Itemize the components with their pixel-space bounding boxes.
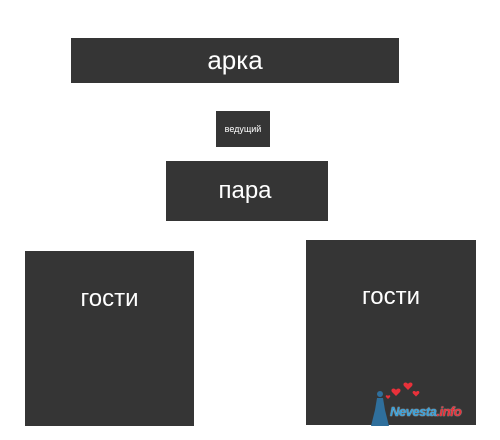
guests-right-block: гости (306, 240, 476, 425)
couple-block: пара (166, 161, 328, 221)
guests-left-block: гости (25, 251, 194, 426)
watermark-name: Nevesta (390, 404, 437, 419)
watermark: Nevesta.info (362, 380, 496, 428)
guests-left-label: гости (80, 285, 139, 312)
watermark-tld: .info (436, 404, 462, 419)
guests-right-label: гости (362, 283, 420, 310)
bride-with-hearts-icon (371, 382, 420, 426)
host-block: ведущий (216, 111, 270, 147)
arch-label: арка (207, 45, 263, 75)
host-label: ведущий (224, 124, 262, 134)
watermark-text: Nevesta.info (390, 404, 462, 419)
arch-block: арка (71, 38, 399, 83)
couple-label: пара (218, 177, 272, 204)
